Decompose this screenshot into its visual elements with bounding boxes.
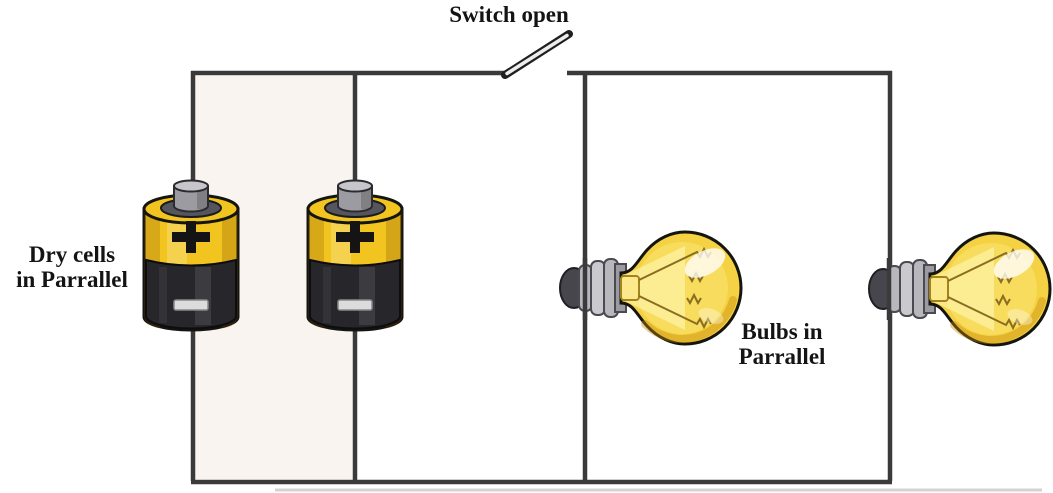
dry-cells-label-line1: Dry cells (28, 242, 116, 267)
dry-cells-label-line2: in Parrallel (16, 267, 128, 292)
bulbs-label-line2: Parrallel (738, 344, 826, 369)
bulbs-label: Bulbs in Parrallel (739, 319, 826, 369)
bulb-2 (869, 233, 1050, 345)
dry-cells-label: Dry cells in Parrallel (16, 242, 128, 292)
bulbs-label-line1: Bulbs in (741, 319, 823, 344)
dry-cell-1 (142, 179, 240, 332)
dry-cell-2 (306, 179, 404, 332)
wire-over-bulb-bases (582, 258, 892, 320)
switch-label: Switch open (449, 2, 569, 27)
switch-open-blade (501, 30, 573, 79)
